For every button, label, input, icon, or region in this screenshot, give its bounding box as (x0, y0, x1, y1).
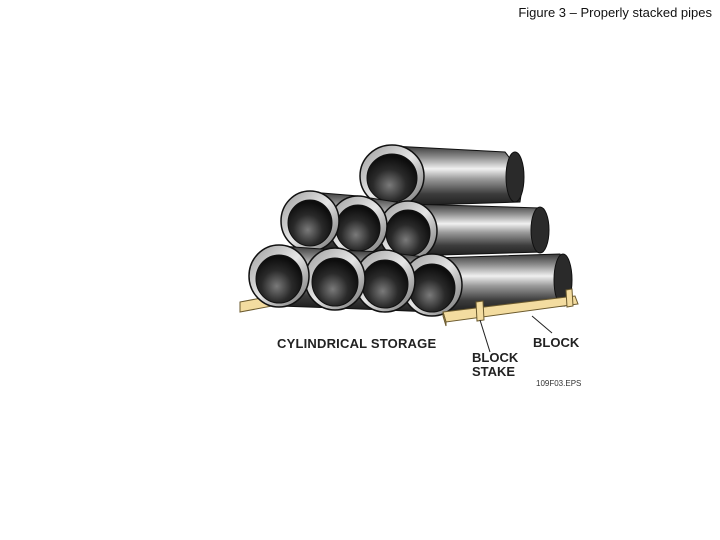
block-stake-left (475, 300, 485, 322)
leader-block-stake (479, 319, 491, 353)
pipe-top (359, 144, 525, 208)
block-stake-label: BLOCK STAKE (472, 351, 532, 379)
pipe-middle-right-body (407, 203, 550, 257)
file-name-label: 109F03.EPS (536, 379, 582, 388)
block-stake-label-line2: STAKE (472, 364, 516, 379)
block-label: BLOCK (533, 335, 580, 350)
pipe-middle-1 (280, 190, 340, 252)
figure-caption: CYLINDRICAL STORAGE (277, 336, 437, 351)
leader-block (531, 315, 553, 334)
block-stake-right (565, 288, 574, 308)
pipe-bottom-1 (248, 244, 310, 308)
block-stake-label-line1: BLOCK (472, 350, 519, 365)
figure-title: Figure 3 – Properly stacked pipes (518, 5, 712, 20)
